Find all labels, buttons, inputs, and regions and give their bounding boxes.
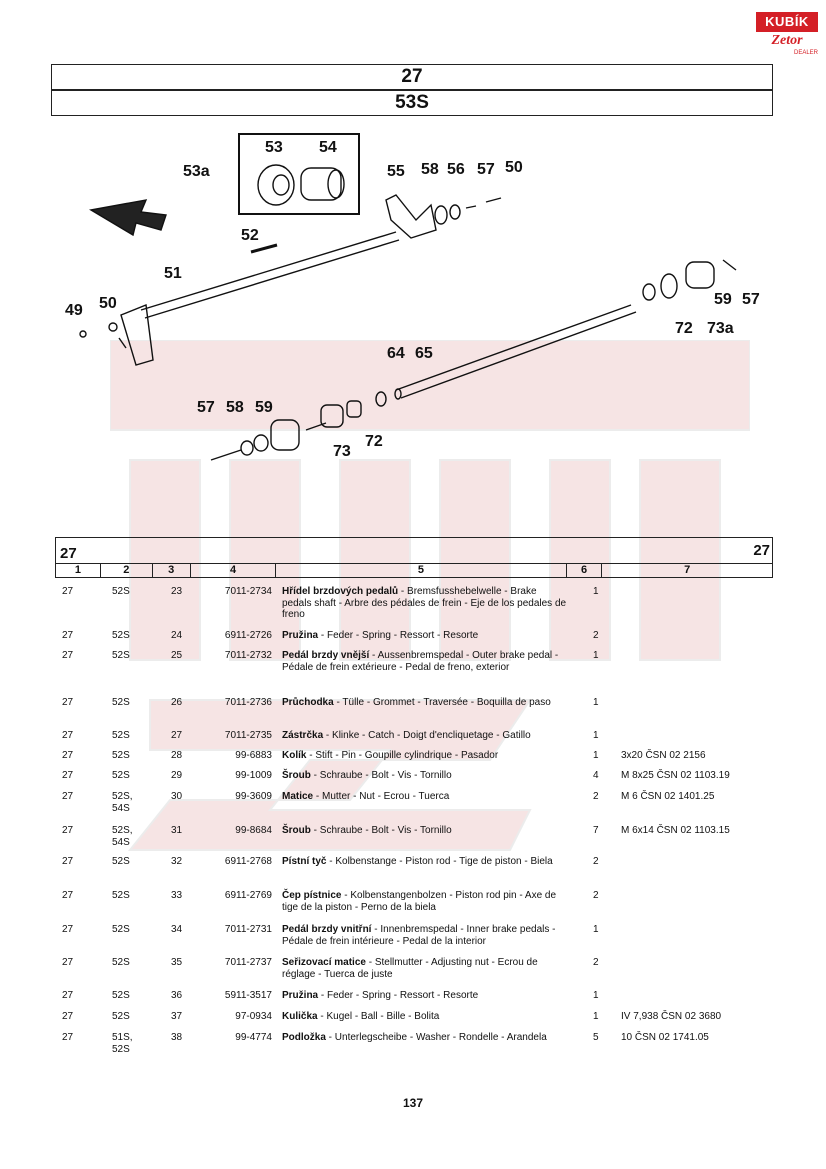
group-header: 27 [51, 64, 773, 90]
pin-52 [250, 243, 278, 254]
label-57: 57 [477, 161, 495, 178]
label-72: 72 [675, 320, 693, 337]
label-53: 53 [265, 139, 283, 156]
label-57-lower: 57 [197, 399, 215, 416]
table-group-header: 27 27 [55, 537, 773, 564]
label-59: 59 [714, 291, 732, 308]
table-group-left: 27 [60, 545, 77, 562]
exploded-parts-diagram: 53a 53 54 55 58 56 57 50 52 51 49 50 59 … [51, 120, 773, 530]
column-header-5: 5 [276, 564, 567, 577]
kubik-zetor-logo: KUBÍK Zetor DEALER [756, 12, 818, 60]
label-73: 73 [333, 443, 351, 460]
inset-box [238, 133, 360, 215]
table-group-right: 27 [753, 542, 770, 559]
column-header-3: 3 [153, 564, 191, 577]
direction-arrow-icon [89, 199, 167, 237]
column-header-4: 4 [191, 564, 277, 577]
shaft-64-65 [395, 304, 632, 391]
label-58-lower: 58 [226, 399, 244, 416]
diagram-svg: 53a 53 54 55 58 56 57 50 52 51 49 50 59 … [65, 133, 760, 461]
logo-brand: KUBÍK [756, 12, 818, 32]
label-73a: 73a [707, 320, 734, 337]
label-53a: 53a [183, 163, 210, 180]
label-65: 65 [415, 345, 433, 362]
label-56: 56 [447, 161, 465, 178]
column-header-6: 6 [567, 564, 603, 577]
label-50: 50 [505, 159, 523, 176]
section-header: 53S [51, 90, 773, 116]
table-column-headers: 1 2 3 4 5 6 7 [55, 563, 773, 578]
label-59-lower: 59 [255, 399, 273, 416]
logo-sub: Zetor [771, 33, 803, 48]
column-header-7: 7 [684, 564, 691, 576]
label-52: 52 [241, 227, 259, 244]
label-58: 58 [421, 161, 439, 178]
label-57-right: 57 [742, 291, 760, 308]
logo-tag: DEALER [793, 50, 818, 56]
page-number: 137 [402, 1096, 424, 1110]
label-50-left: 50 [99, 295, 117, 312]
label-51: 51 [164, 265, 182, 282]
column-header-2: 2 [101, 564, 153, 577]
label-64: 64 [387, 345, 405, 362]
label-49: 49 [65, 302, 83, 319]
label-54: 54 [319, 139, 337, 156]
label-72-lower: 72 [365, 433, 383, 450]
shaft-51 [140, 231, 397, 311]
label-55: 55 [387, 163, 405, 180]
column-header-1: 1 [56, 564, 101, 577]
